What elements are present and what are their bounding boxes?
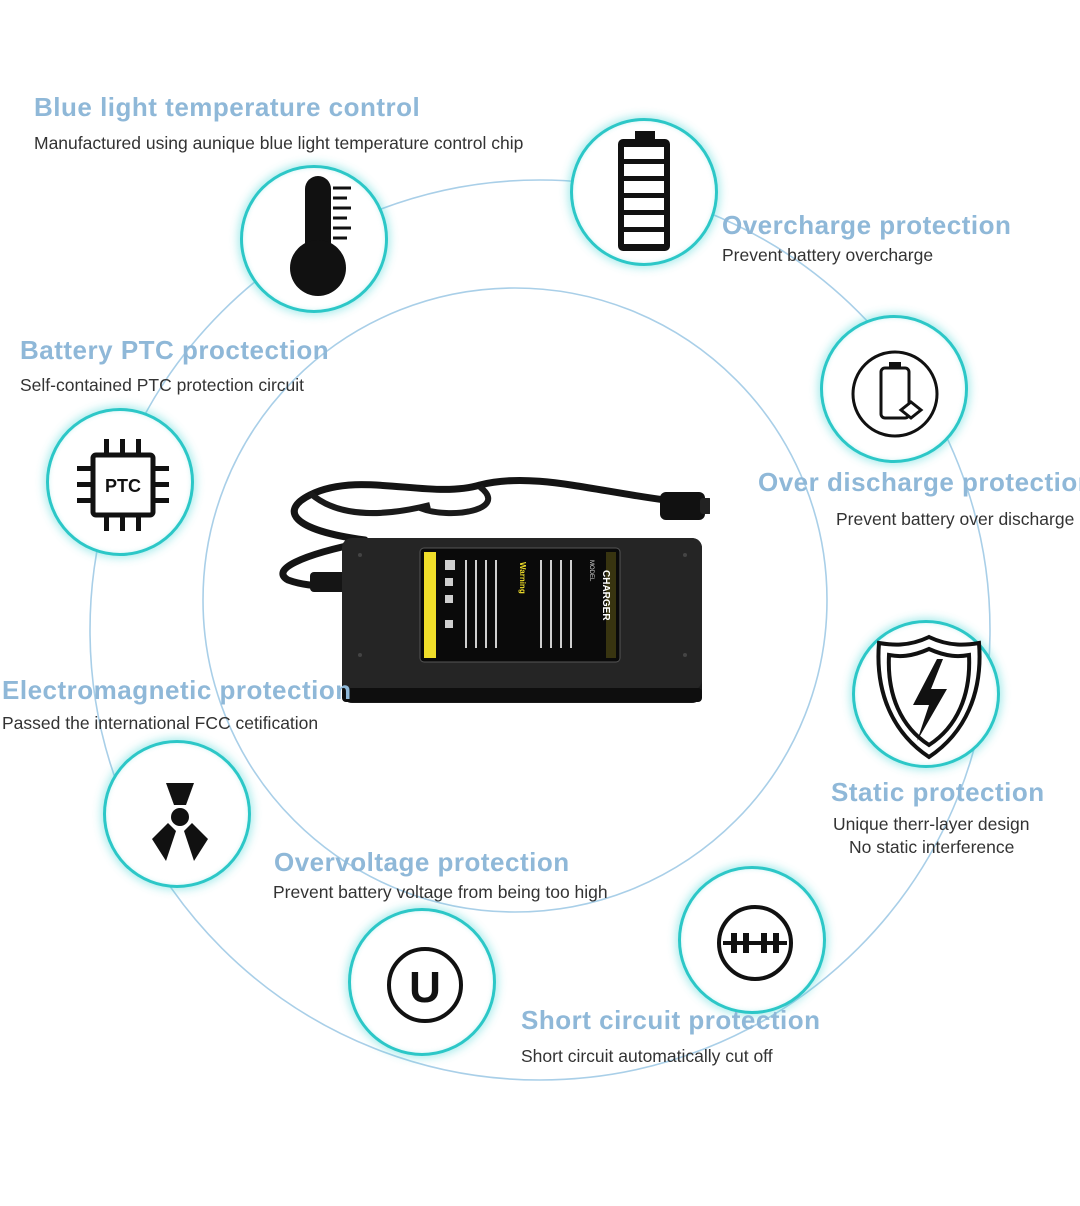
- overvoltage-desc: Prevent battery voltage from being too h…: [273, 882, 608, 902]
- battery-full-icon: [618, 131, 670, 251]
- charger-label-warning: Warning: [518, 562, 527, 594]
- short-circuit-title: Short circuit protection: [521, 1005, 821, 1035]
- static-desc-line2: No static interference: [849, 837, 1015, 857]
- discharge-badge: [820, 315, 968, 463]
- thermometer-badge: [240, 165, 388, 313]
- over-discharge-desc: Prevent battery over discharge: [836, 509, 1075, 529]
- phone-battery-icon: [851, 350, 939, 438]
- circuit-resistor-icon: [717, 905, 793, 981]
- ptc-title: Battery PTC proctection: [20, 335, 330, 365]
- blue-light-desc: Manufactured using aunique blue light te…: [34, 133, 524, 153]
- overcharge-desc: Prevent battery overcharge: [722, 245, 934, 265]
- charger-label-model: MODEL: [588, 560, 594, 582]
- voltage-badge: U: [348, 908, 496, 1056]
- shield-lightning-icon: [876, 634, 982, 760]
- ptc-chip-icon: PTC: [77, 439, 169, 531]
- electromagnetic-title: Electromagnetic protection: [2, 675, 352, 705]
- shield-badge: [852, 620, 1000, 768]
- short-circuit-desc: Short circuit automatically cut off: [521, 1046, 773, 1066]
- charger-label-heading: CHARGER: [600, 570, 611, 621]
- short-circuit-badge: [678, 866, 826, 1014]
- voltage-u-icon: U: [387, 947, 463, 1023]
- battery-badge: [570, 118, 718, 266]
- static-desc-line1: Unique therr-layer design: [833, 814, 1030, 834]
- charger-adapter-image: CHARGER MODEL Warning: [279, 477, 710, 703]
- radiation-icon: [152, 783, 208, 861]
- overvoltage-title: Overvoltage protection: [274, 847, 570, 877]
- radiation-badge: [103, 740, 251, 888]
- overcharge-title: Overcharge protection: [722, 210, 1012, 240]
- ptc-badge: PTC: [46, 408, 194, 556]
- over-discharge-title: Over discharge protection: [758, 467, 1080, 497]
- ptc-desc: Self-contained PTC protection circuit: [20, 375, 305, 395]
- electromagnetic-desc: Passed the international FCC cetificatio…: [2, 713, 319, 733]
- static-title: Static protection: [831, 777, 1045, 807]
- thermometer-icon: [290, 176, 351, 296]
- blue-light-title: Blue light temperature control: [34, 92, 421, 122]
- voltage-u-label: U: [409, 963, 441, 1012]
- ptc-chip-label: PTC: [105, 476, 141, 496]
